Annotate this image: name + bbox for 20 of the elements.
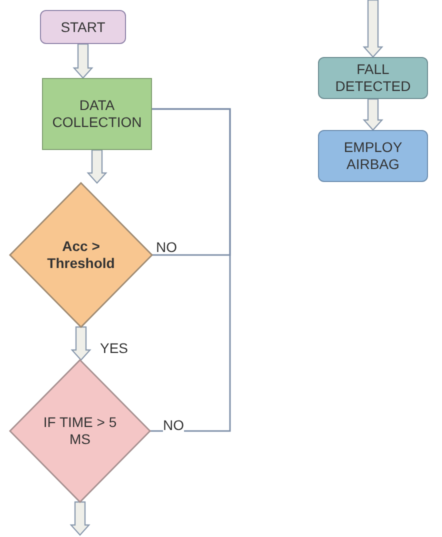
edge-label: NO xyxy=(156,240,177,254)
node-label: START xyxy=(60,18,106,36)
node-label: Acc > Threshold xyxy=(46,238,116,272)
block-arrow xyxy=(362,0,384,58)
node-label: IF TIME > 5 MS xyxy=(42,414,118,448)
edge-label: YES xyxy=(100,341,128,355)
block-arrow xyxy=(86,149,108,184)
block-arrow xyxy=(362,98,384,131)
block-arrow xyxy=(70,326,92,361)
process-box xyxy=(318,57,428,99)
block-arrow xyxy=(72,43,94,79)
node-label: FALL DETECTED xyxy=(334,61,412,95)
connector-line xyxy=(150,108,231,432)
node-label: DATA COLLECTION xyxy=(51,97,143,131)
node-label: EMPLOY AIRBAG xyxy=(342,139,404,173)
edge-label: NO xyxy=(163,418,184,432)
start-box xyxy=(40,10,126,44)
block-arrow xyxy=(70,501,90,536)
process-box xyxy=(318,130,428,182)
process-box xyxy=(42,78,152,150)
